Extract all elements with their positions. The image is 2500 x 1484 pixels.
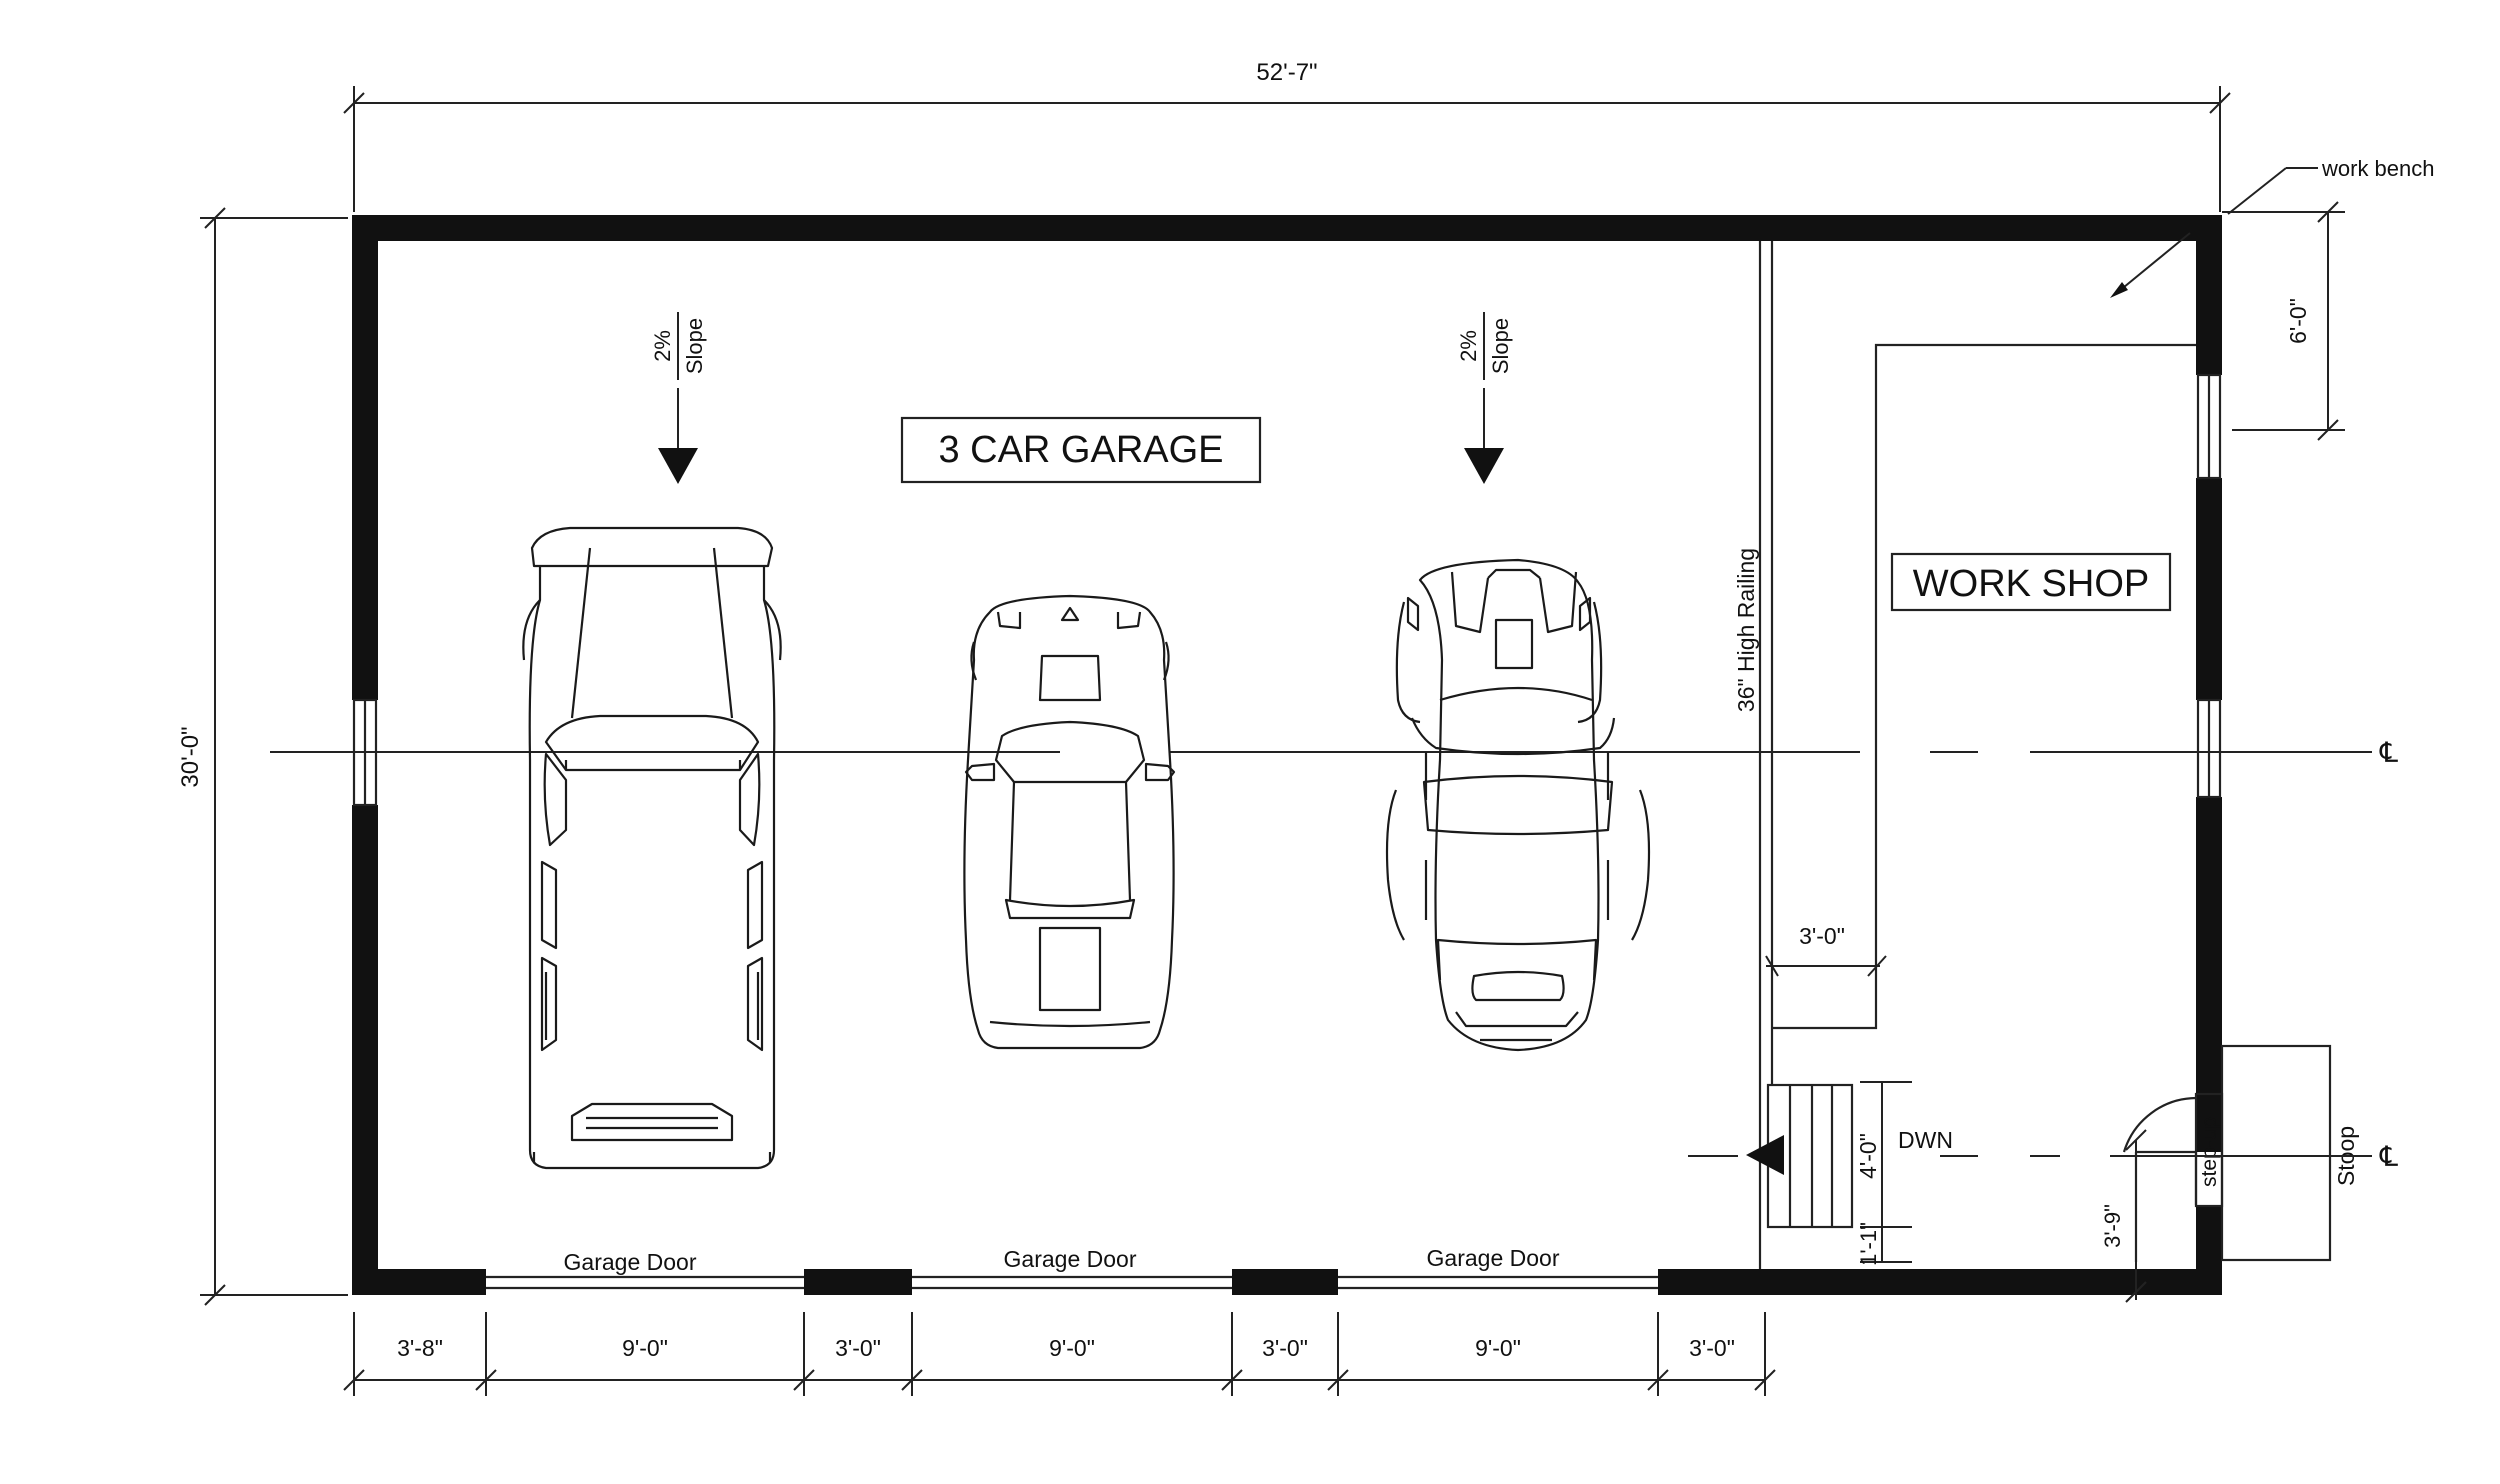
slope-arrow-right: [1464, 388, 1504, 484]
step-up-label: step-up: [2198, 1117, 2221, 1187]
stoop: [2220, 1044, 2332, 1262]
door-width-label: 3'-9": [2100, 1204, 2125, 1248]
exterior-walls: [352, 215, 2222, 1295]
dim-bottom-7: 3'-0": [1689, 1335, 1735, 1361]
exterior-door: [2122, 1096, 2198, 1262]
door-width-dimension: [2125, 1129, 2147, 1303]
workshop-title-box: WORK SHOP: [1890, 552, 2172, 612]
work-bench-label: work bench: [2321, 156, 2435, 181]
dim-bottom-3: 3'-0": [835, 1335, 881, 1361]
dim-bottom-5: 3'-0": [1262, 1335, 1308, 1361]
garage-door-label-1: Garage Door: [564, 1249, 697, 1275]
stair-dimensions: [1860, 1081, 1912, 1263]
sports-car-icon: [963, 594, 1176, 1050]
railing: [1758, 241, 1774, 1269]
garage-title: 3 CAR GARAGE: [938, 429, 1223, 471]
dim-bottom-6: 9'-0": [1475, 1335, 1521, 1361]
workbench-outline: [1772, 343, 2196, 1030]
slope-pct-right: 2%: [1456, 330, 1481, 362]
bench-depth-dimension: [2222, 201, 2345, 441]
stair-offset-label: 1'-1": [1856, 1222, 1881, 1266]
overall-depth-label: 30'-0": [177, 726, 204, 787]
suv-icon: [522, 526, 782, 1170]
bottom-dimension-chain: [343, 1312, 1776, 1396]
slope-word-right: Slope: [1488, 318, 1513, 374]
work-bench-callout: [2110, 167, 2318, 298]
down-label: DWN: [1898, 1127, 1953, 1153]
stair-width-label: 4'-0": [1855, 1133, 1881, 1179]
garage-title-box: 3 CAR GARAGE: [900, 416, 1262, 484]
overall-width-dimension: 52'-7": [343, 59, 2231, 212]
slope-word-left: Slope: [682, 318, 707, 374]
workshop-opening-label: 3'-0": [1799, 923, 1845, 949]
workshop-title: WORK SHOP: [1913, 563, 2149, 605]
window-right-upper: [2196, 373, 2222, 480]
dim-bottom-1: 3'-8": [397, 1335, 443, 1361]
overall-depth-dimension: 30'-0": [177, 207, 348, 1306]
slope-pct-left: 2%: [650, 330, 675, 362]
dim-bottom-4: 9'-0": [1049, 1335, 1095, 1361]
slope-arrow-left: [658, 388, 698, 484]
garage-door-openings: [486, 1275, 1658, 1290]
centerline-symbol-door: ℄: [2379, 1141, 2398, 1172]
garage-door-label-2: Garage Door: [1004, 1246, 1137, 1272]
down-arrow-icon: [1746, 1135, 1784, 1175]
centerline-symbol-main: ℄: [2379, 737, 2398, 768]
garage-door-label-3: Garage Door: [1427, 1245, 1560, 1271]
window-right-lower: [2196, 698, 2222, 799]
bench-depth-label: 6'-0": [2285, 298, 2311, 344]
overall-width-label: 52'-7": [1256, 59, 1317, 86]
railing-label: 36" High Railing: [1733, 548, 1759, 712]
dim-bottom-2: 9'-0": [622, 1335, 668, 1361]
workshop-opening-dimension: [1765, 955, 1887, 977]
coupe-icon: [1385, 558, 1651, 1052]
